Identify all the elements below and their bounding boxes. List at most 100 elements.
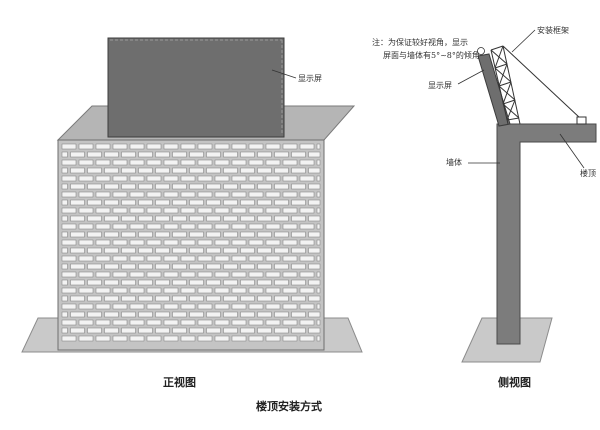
brick xyxy=(274,199,289,206)
brick xyxy=(104,263,119,270)
brick xyxy=(316,239,321,246)
brick xyxy=(104,279,119,286)
brick xyxy=(121,327,136,334)
brick xyxy=(231,175,247,182)
side-view xyxy=(457,29,597,363)
brick xyxy=(291,327,306,334)
anchor-block xyxy=(576,116,587,125)
brick xyxy=(163,271,179,278)
brick xyxy=(95,303,111,310)
brick xyxy=(104,151,119,158)
brick xyxy=(206,279,221,286)
brick xyxy=(257,199,272,206)
brick xyxy=(257,263,272,270)
brick xyxy=(163,159,179,166)
brick xyxy=(223,183,238,190)
brick xyxy=(223,231,238,238)
brick xyxy=(206,231,221,238)
brick xyxy=(274,231,289,238)
brick xyxy=(180,175,196,182)
brick xyxy=(231,223,247,230)
brick xyxy=(308,263,321,270)
brick xyxy=(214,319,230,326)
brick xyxy=(172,279,187,286)
brick xyxy=(265,159,281,166)
brick xyxy=(70,279,85,286)
brick xyxy=(104,247,119,254)
brick xyxy=(70,311,85,318)
brick xyxy=(61,247,68,254)
brick xyxy=(291,231,306,238)
brick xyxy=(112,159,128,166)
brick xyxy=(112,143,128,150)
brick xyxy=(240,151,255,158)
brick xyxy=(206,151,221,158)
brick xyxy=(291,167,306,174)
brick xyxy=(87,151,102,158)
brick xyxy=(240,183,255,190)
brick xyxy=(104,295,119,302)
brick xyxy=(87,199,102,206)
brick xyxy=(78,335,94,342)
brick xyxy=(95,191,111,198)
brick xyxy=(231,287,247,294)
brick xyxy=(61,311,68,318)
brick xyxy=(248,239,264,246)
brick xyxy=(121,215,136,222)
brick xyxy=(155,199,170,206)
brick xyxy=(70,215,85,222)
brick xyxy=(70,247,85,254)
side-screen-leader xyxy=(457,69,485,85)
roof-leader xyxy=(559,133,585,169)
brick xyxy=(248,287,264,294)
brick xyxy=(206,167,221,174)
brick xyxy=(197,303,213,310)
brick xyxy=(155,295,170,302)
brick xyxy=(231,255,247,262)
brick xyxy=(240,327,255,334)
brick xyxy=(146,271,162,278)
brick xyxy=(129,271,145,278)
brick xyxy=(240,279,255,286)
brick xyxy=(61,231,68,238)
brick xyxy=(112,239,128,246)
brick xyxy=(121,311,136,318)
brick xyxy=(299,175,315,182)
brick xyxy=(316,287,321,294)
brick xyxy=(257,279,272,286)
brick xyxy=(163,207,179,214)
brick xyxy=(129,319,145,326)
brick xyxy=(299,319,315,326)
brick xyxy=(282,239,298,246)
brick xyxy=(214,239,230,246)
brick xyxy=(180,239,196,246)
brick xyxy=(299,191,315,198)
brick xyxy=(129,239,145,246)
brick xyxy=(231,191,247,198)
brick xyxy=(163,287,179,294)
brick xyxy=(146,191,162,198)
brick xyxy=(180,319,196,326)
brick xyxy=(197,335,213,342)
brick xyxy=(104,167,119,174)
brick xyxy=(163,255,179,262)
brick xyxy=(112,271,128,278)
brick xyxy=(282,175,298,182)
brick xyxy=(240,263,255,270)
brick xyxy=(316,271,321,278)
brick xyxy=(248,271,264,278)
brick xyxy=(206,327,221,334)
brick xyxy=(265,319,281,326)
brick xyxy=(78,319,94,326)
brick xyxy=(61,239,77,246)
brick xyxy=(87,215,102,222)
brick xyxy=(138,279,153,286)
brick xyxy=(231,159,247,166)
brick xyxy=(240,295,255,302)
brick xyxy=(172,215,187,222)
brick xyxy=(240,311,255,318)
brick xyxy=(265,335,281,342)
brick xyxy=(87,295,102,302)
brick xyxy=(146,303,162,310)
brick xyxy=(78,271,94,278)
